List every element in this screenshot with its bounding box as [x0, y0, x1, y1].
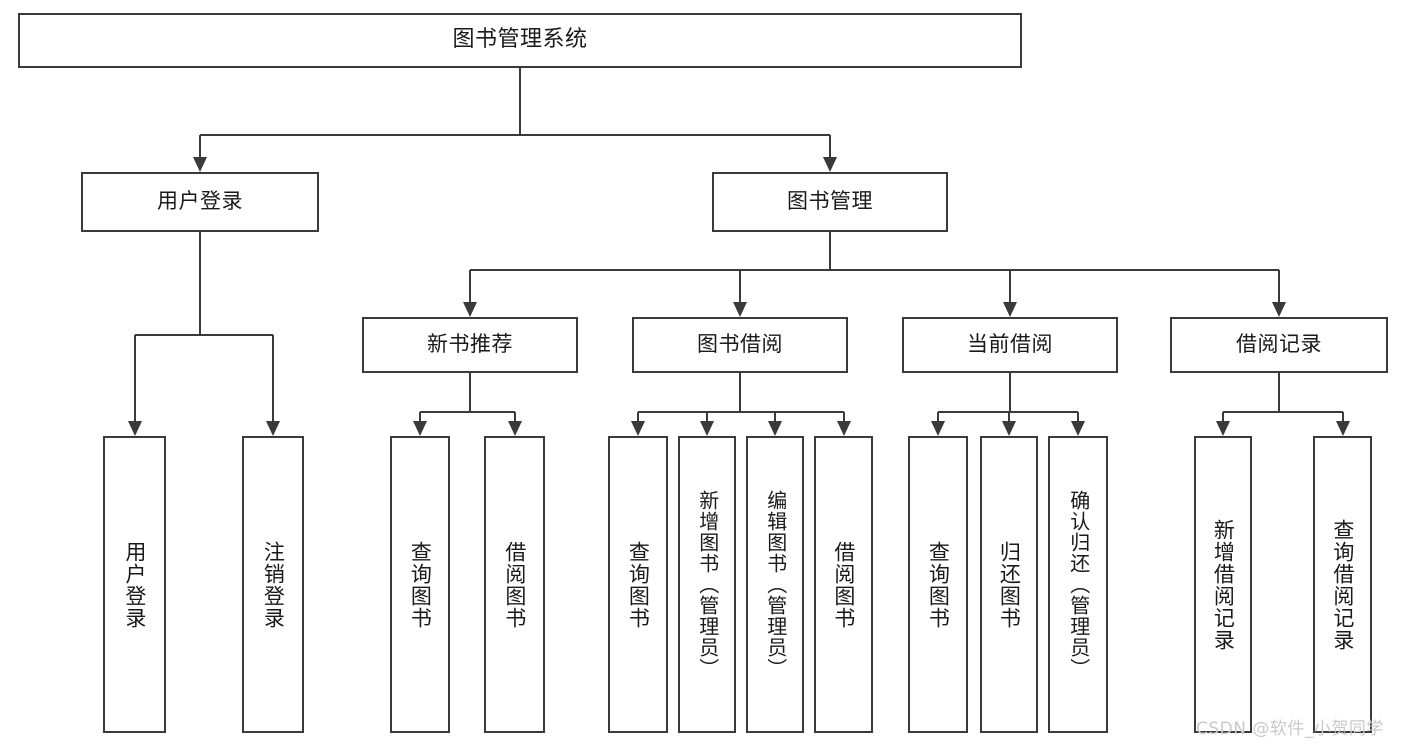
connector-drop — [739, 270, 741, 303]
node-leaf-add-borrow-record[interactable]: 新增借阅记录 — [1194, 436, 1252, 733]
connector-drop — [1278, 270, 1280, 303]
node-root-system[interactable]: 图书管理系统 — [18, 13, 1022, 68]
node-label: 编辑图书（管理员） — [763, 490, 788, 679]
arrowhead-icon — [463, 302, 477, 317]
node-leaf-user-login[interactable]: 用户登录 — [103, 436, 166, 733]
node-label: 查询图书 — [408, 540, 433, 629]
node-leaf-query-book-borrow[interactable]: 查询图书 — [608, 436, 668, 733]
connector-stem — [469, 373, 471, 412]
node-label: 确认归还（管理员） — [1066, 490, 1091, 679]
connector-drop — [513, 412, 516, 422]
connector-drop — [1341, 412, 1344, 422]
arrowhead-icon — [700, 421, 714, 436]
connector-drop — [1008, 412, 1010, 422]
node-leaf-query-borrow-record[interactable]: 查询借阅记录 — [1313, 436, 1372, 733]
connector-drop — [272, 335, 274, 422]
node-label: 归还图书 — [997, 540, 1022, 629]
arrowhead-icon — [1002, 421, 1016, 436]
connector-stem — [1009, 373, 1011, 412]
connector-bus — [1223, 411, 1343, 413]
connector-drop — [1222, 412, 1224, 422]
arrowhead-icon — [1216, 421, 1230, 436]
arrowhead-icon — [413, 421, 427, 436]
connector-drop — [637, 412, 639, 422]
connector-bus — [420, 411, 515, 413]
node-label: 借阅记录 — [1236, 332, 1322, 357]
connector-drop — [469, 270, 471, 303]
connector-stem — [829, 232, 831, 270]
connector-stem — [199, 232, 201, 335]
connector-drop — [133, 335, 136, 422]
arrowhead-icon — [1335, 421, 1350, 436]
connector-bus — [638, 411, 844, 413]
arrowhead-icon — [931, 421, 945, 436]
node-borrow-record[interactable]: 借阅记录 — [1170, 317, 1388, 373]
node-leaf-borrow-book[interactable]: 借阅图书 — [814, 436, 873, 733]
node-label: 用户登录 — [122, 540, 147, 629]
connector-drop — [199, 135, 201, 158]
arrowhead-icon — [836, 421, 851, 436]
node-leaf-borrow-book-recommend[interactable]: 借阅图书 — [484, 436, 545, 733]
node-label: 用户登录 — [157, 189, 243, 214]
arrowhead-icon — [1272, 302, 1286, 317]
node-label: 图书管理 — [787, 189, 873, 214]
node-label: 新书推荐 — [427, 332, 513, 357]
connector-drop — [706, 412, 708, 422]
node-leaf-edit-book-admin[interactable]: 编辑图书（管理员） — [746, 436, 804, 733]
arrowhead-icon — [631, 421, 645, 436]
node-leaf-add-book-admin[interactable]: 新增图书（管理员） — [678, 436, 736, 733]
arrowhead-icon — [823, 157, 837, 172]
csdn-watermark: CSDN @软件_小贺同学 — [1196, 719, 1384, 739]
node-leaf-logout[interactable]: 注销登录 — [242, 436, 304, 733]
node-label: 查询图书 — [626, 540, 651, 629]
connector-bus — [200, 134, 830, 136]
node-leaf-return-book[interactable]: 归还图书 — [980, 436, 1038, 733]
arrowhead-icon — [266, 421, 280, 436]
arrowhead-icon — [127, 421, 142, 436]
connector-drop — [937, 412, 939, 422]
node-leaf-query-book-recommend[interactable]: 查询图书 — [390, 436, 450, 733]
node-user-login[interactable]: 用户登录 — [81, 172, 319, 232]
node-leaf-query-book-current[interactable]: 查询图书 — [908, 436, 968, 733]
node-book-borrow[interactable]: 图书借阅 — [632, 317, 848, 373]
connector-stem — [739, 373, 741, 412]
connector-drop — [842, 412, 845, 422]
node-label: 新增借阅记录 — [1211, 518, 1236, 651]
connector-drop — [774, 412, 776, 422]
node-label: 当前借阅 — [967, 332, 1053, 357]
node-label: 新增图书（管理员） — [695, 490, 720, 679]
node-leaf-confirm-return-admin[interactable]: 确认归还（管理员） — [1048, 436, 1108, 733]
node-book-manage[interactable]: 图书管理 — [712, 172, 948, 232]
arrowhead-icon — [1003, 302, 1017, 317]
connector-bus — [470, 269, 1279, 271]
arrowhead-icon — [768, 421, 782, 436]
arrowhead-icon — [193, 157, 207, 172]
connector-drop — [419, 412, 421, 422]
connector-drop — [829, 135, 831, 158]
node-label: 查询图书 — [926, 540, 951, 629]
arrowhead-icon — [1071, 421, 1085, 436]
node-label: 借阅图书 — [502, 540, 527, 629]
node-label: 借阅图书 — [831, 540, 856, 629]
arrowhead-icon — [507, 421, 522, 436]
node-label: 图书管理系统 — [452, 27, 588, 53]
node-label: 注销登录 — [261, 540, 286, 629]
node-label: 查询借阅记录 — [1330, 518, 1355, 651]
connector-bus — [134, 334, 273, 336]
node-current-borrow[interactable]: 当前借阅 — [902, 317, 1118, 373]
node-label: 图书借阅 — [697, 332, 783, 357]
connector-stem — [1278, 373, 1280, 412]
connector-drop — [1077, 412, 1079, 422]
arrowhead-icon — [733, 302, 747, 317]
connector-drop — [1009, 270, 1011, 303]
node-new-book-recommend[interactable]: 新书推荐 — [362, 317, 578, 373]
connector-stem — [519, 68, 521, 135]
